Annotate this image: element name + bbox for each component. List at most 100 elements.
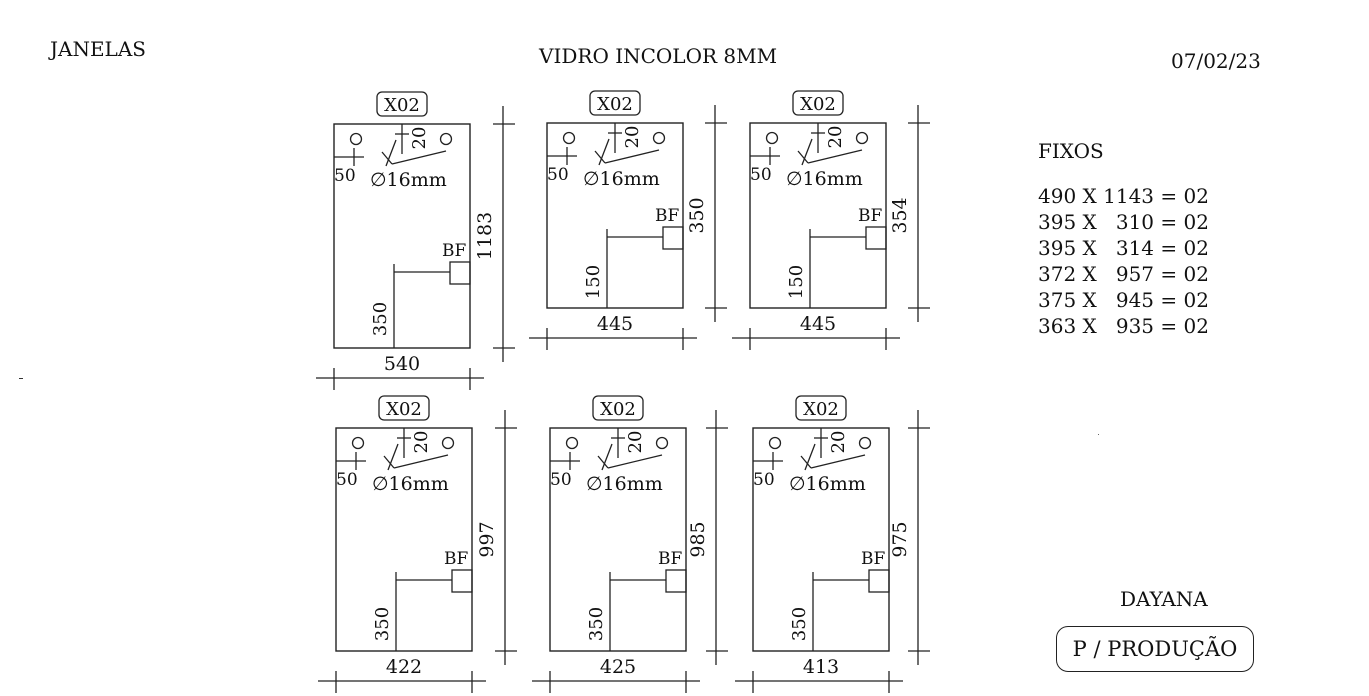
quantity-label: X02 xyxy=(600,399,636,420)
hinge-pivot xyxy=(800,455,812,469)
production-tag: P / PRODUÇÃO xyxy=(1056,626,1254,672)
hole-left xyxy=(351,436,365,450)
hole-left xyxy=(562,131,576,145)
hole-diameter-label: ∅16mm xyxy=(586,473,663,495)
hinge-slash xyxy=(601,443,613,471)
glass-spec: VIDRO INCOLOR 8MM xyxy=(539,44,778,68)
top-offset-label: 20 xyxy=(828,431,849,454)
stray-mark xyxy=(19,378,23,379)
width-label: 540 xyxy=(384,353,420,375)
hole-diameter-label: ∅16mm xyxy=(583,168,660,190)
hinge-pivot xyxy=(383,455,395,469)
fixos-title: FIXOS xyxy=(1038,139,1104,163)
hinge-slash xyxy=(385,139,397,167)
top-offset-label: 20 xyxy=(409,127,430,150)
bf-label: BF xyxy=(655,206,679,226)
hole-diameter-label: ∅16mm xyxy=(786,168,863,190)
bf-notch xyxy=(449,261,471,285)
bf-notch xyxy=(451,569,473,593)
client-name: DAYANA xyxy=(1120,587,1208,611)
width-label: 445 xyxy=(800,313,836,335)
hinge-arm xyxy=(604,149,660,164)
quantity-tag xyxy=(589,90,641,116)
top-offset-label: 20 xyxy=(625,431,646,454)
fixos-item: 395 X 310 = 02 xyxy=(1038,210,1209,234)
quantity-label: X02 xyxy=(803,399,839,420)
lock-height-label: 350 xyxy=(370,302,391,336)
width-label: 425 xyxy=(600,656,636,678)
fixos-list: 490 X 1143 = 02 395 X 310 = 02 395 X 314… xyxy=(1038,183,1209,339)
production-tag-label: P / PRODUÇÃO xyxy=(1072,637,1238,661)
height-label: 1183 xyxy=(474,212,496,260)
top-offset-label: 20 xyxy=(622,126,643,149)
bf-notch xyxy=(865,226,887,250)
bf-label: BF xyxy=(442,241,466,261)
hole-right xyxy=(855,131,869,145)
fixos-item: 395 X 314 = 02 xyxy=(1038,236,1209,260)
hinge-pivot xyxy=(597,455,609,469)
height-label: 350 xyxy=(686,197,708,233)
side-offset-label: 50 xyxy=(753,470,775,490)
side-offset-label: 50 xyxy=(550,470,572,490)
quantity-label: X02 xyxy=(800,94,836,115)
hole-right xyxy=(858,436,872,450)
bf-label: BF xyxy=(861,549,885,569)
hinge-arm xyxy=(810,454,866,469)
bf-notch xyxy=(868,569,890,593)
hinge-arm xyxy=(391,150,447,165)
side-offset-label: 50 xyxy=(336,470,358,490)
lock-height-label: 150 xyxy=(786,265,807,299)
bf-label: BF xyxy=(658,549,682,569)
fixos-item: 375 X 945 = 02 xyxy=(1038,288,1209,312)
quantity-label: X02 xyxy=(384,95,420,116)
hole-diameter-label: ∅16mm xyxy=(372,473,449,495)
side-offset-label: 50 xyxy=(334,166,356,186)
hole-right xyxy=(439,132,453,146)
bf-label: BF xyxy=(858,206,882,226)
hole-diameter-label: ∅16mm xyxy=(370,169,447,191)
hinge-arm xyxy=(807,149,863,164)
hole-right xyxy=(441,436,455,450)
hole-right xyxy=(652,131,666,145)
page-title: JANELAS xyxy=(50,37,146,61)
hinge-pivot xyxy=(381,151,393,165)
fixos-item: 490 X 1143 = 02 xyxy=(1038,184,1209,208)
top-offset-label: 20 xyxy=(825,126,846,149)
hole-diameter-label: ∅16mm xyxy=(789,473,866,495)
side-offset-label: 50 xyxy=(547,165,569,185)
lock-height-label: 350 xyxy=(372,607,393,641)
quantity-tag xyxy=(795,395,847,421)
hole-left xyxy=(765,131,779,145)
height-label: 354 xyxy=(889,197,911,233)
height-label: 985 xyxy=(687,521,709,557)
lock-height-label: 350 xyxy=(789,607,810,641)
hole-right xyxy=(655,436,669,450)
fixos-item: 372 X 957 = 02 xyxy=(1038,262,1209,286)
hinge-arm xyxy=(607,454,663,469)
hinge-slash xyxy=(598,138,610,166)
hinge-pivot xyxy=(797,150,809,164)
stray-dot xyxy=(1098,434,1099,435)
hinge-slash xyxy=(387,443,399,471)
hole-left xyxy=(768,436,782,450)
lock-height-label: 350 xyxy=(586,607,607,641)
height-label: 997 xyxy=(476,521,498,557)
quantity-tag xyxy=(592,395,644,421)
hinge-arm xyxy=(393,454,449,469)
hinge-slash xyxy=(804,443,816,471)
hinge-pivot xyxy=(594,150,606,164)
lock-height-label: 150 xyxy=(583,265,604,299)
top-offset-label: 20 xyxy=(411,431,432,454)
hinge-slash xyxy=(801,138,813,166)
bf-label: BF xyxy=(444,549,468,569)
width-label: 445 xyxy=(597,313,633,335)
quantity-tag xyxy=(376,91,428,117)
quantity-label: X02 xyxy=(597,94,633,115)
hole-left xyxy=(349,132,363,146)
quantity-tag xyxy=(378,395,430,421)
